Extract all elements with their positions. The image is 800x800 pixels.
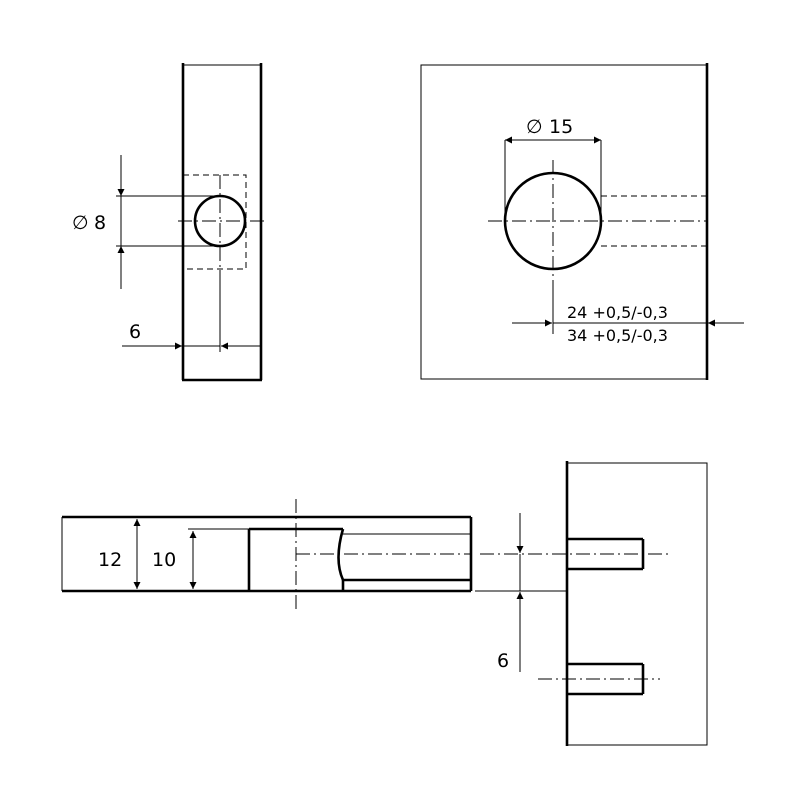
diameter-8-symbol: ∅ xyxy=(72,212,89,234)
diameter-15-symbol: ∅ xyxy=(526,116,543,138)
pin-offset-6-label: 6 xyxy=(497,650,509,672)
diameter-15-label: 15 xyxy=(549,116,573,138)
diameter-8-label: 8 xyxy=(94,212,106,234)
height-10-label: 10 xyxy=(152,549,176,571)
pin-view: 6 xyxy=(475,461,708,746)
tolerance-34-label: 34 +0,5/-0,3 xyxy=(567,326,668,345)
section-view: 12 10 xyxy=(61,499,473,610)
height-12-label: 12 xyxy=(98,549,122,571)
offset-6-label: 6 xyxy=(129,321,141,343)
tolerance-24-label: 24 +0,5/-0,3 xyxy=(567,303,668,322)
side-view: ∅ 8 6 xyxy=(72,63,265,382)
front-view: ∅ 15 24 +0,5/-0,3 34 +0,5/-0,3 xyxy=(420,63,744,380)
